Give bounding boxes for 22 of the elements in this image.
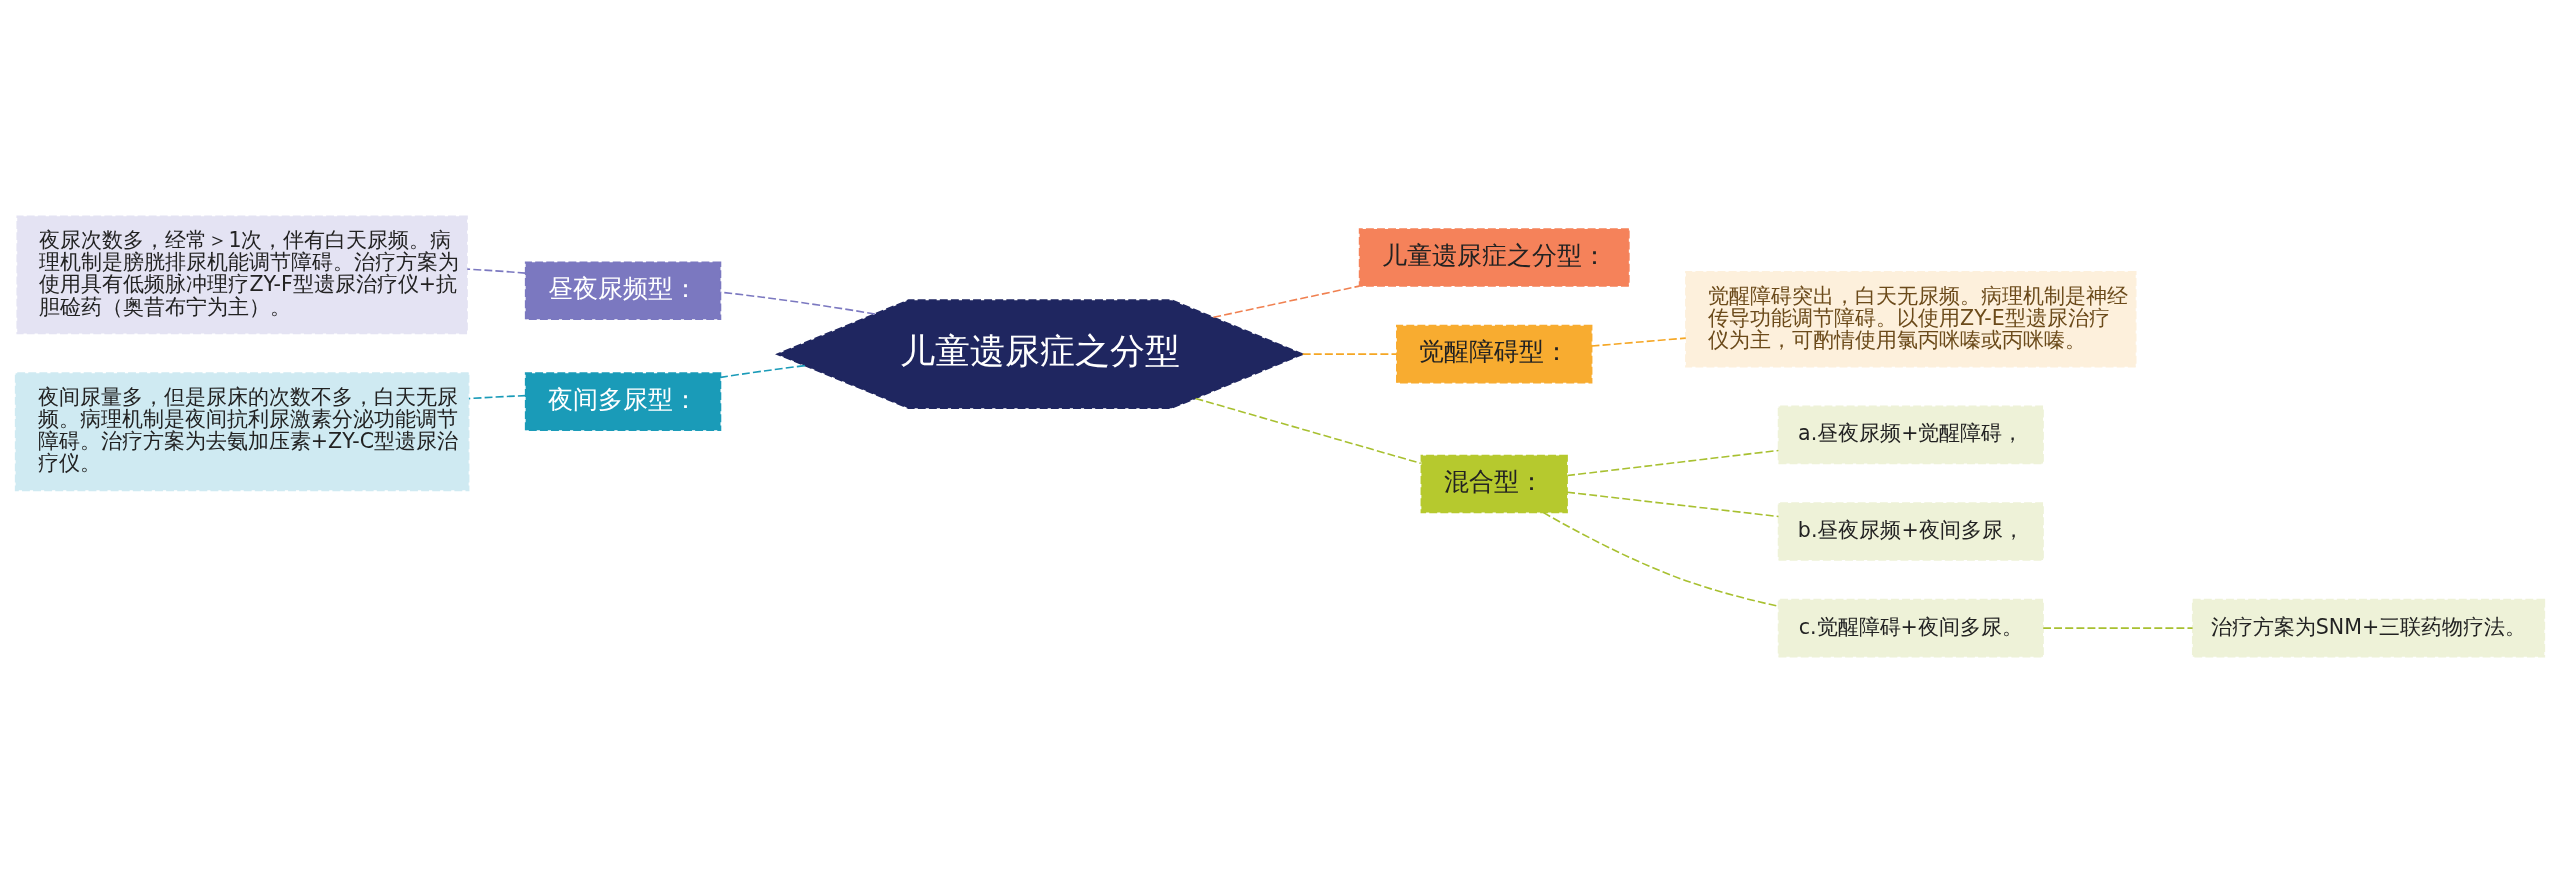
node-box: 夜间多尿型： (524, 371, 722, 431)
node-box: 觉醒障碍型： (1396, 324, 1593, 383)
node-box: a.昼夜尿频+觉醒障碍， (1777, 405, 2044, 464)
connector (466, 267, 527, 274)
connector (2042, 626, 2194, 629)
node-box: c.觉醒障碍+夜间多尿。 (1777, 598, 2044, 657)
connector (1194, 397, 1422, 464)
node-box: b.昼夜尿频+夜间多尿， (1777, 501, 2044, 561)
connector (1566, 490, 1780, 517)
node-box: 混合型： (1420, 454, 1568, 513)
connector (1566, 449, 1780, 476)
connector (1301, 352, 1398, 355)
node-box: 夜间尿量多，但是尿床的次数不多，白天无尿频。病理机制是夜间抗利尿激素分泌功能调节障碍。治疗方案为去氨加压素+ZY-C型遗尿治疗仪。 (14, 371, 470, 491)
node-box: 昼夜尿频型： (524, 260, 722, 320)
node-box: 治疗方案为SNM+三联药物疗法。 (2191, 598, 2546, 657)
connector (468, 394, 527, 399)
connector (1212, 284, 1360, 318)
node-box: 夜尿次数多，经常＞1次，伴有白天尿频。病理机制是膀胱排尿机能调节障碍。治疗方案为使用具有低频脉冲理疗ZY-F型遗尿治疗仪+抗胆硷药（奥昔布宁为主）。 (16, 215, 468, 334)
connector (1590, 336, 1687, 347)
connector (719, 364, 806, 378)
node-box: 儿童遗尿症之分型： (1358, 227, 1630, 287)
node-box: 觉醒障碍突出，白天无尿频。病理机制是神经传导功能调节障碍。以使用ZY-E型遗尿治疗仪为主，可酌情使用氯丙咪嗪或丙咪嗪。 (1685, 270, 2137, 368)
